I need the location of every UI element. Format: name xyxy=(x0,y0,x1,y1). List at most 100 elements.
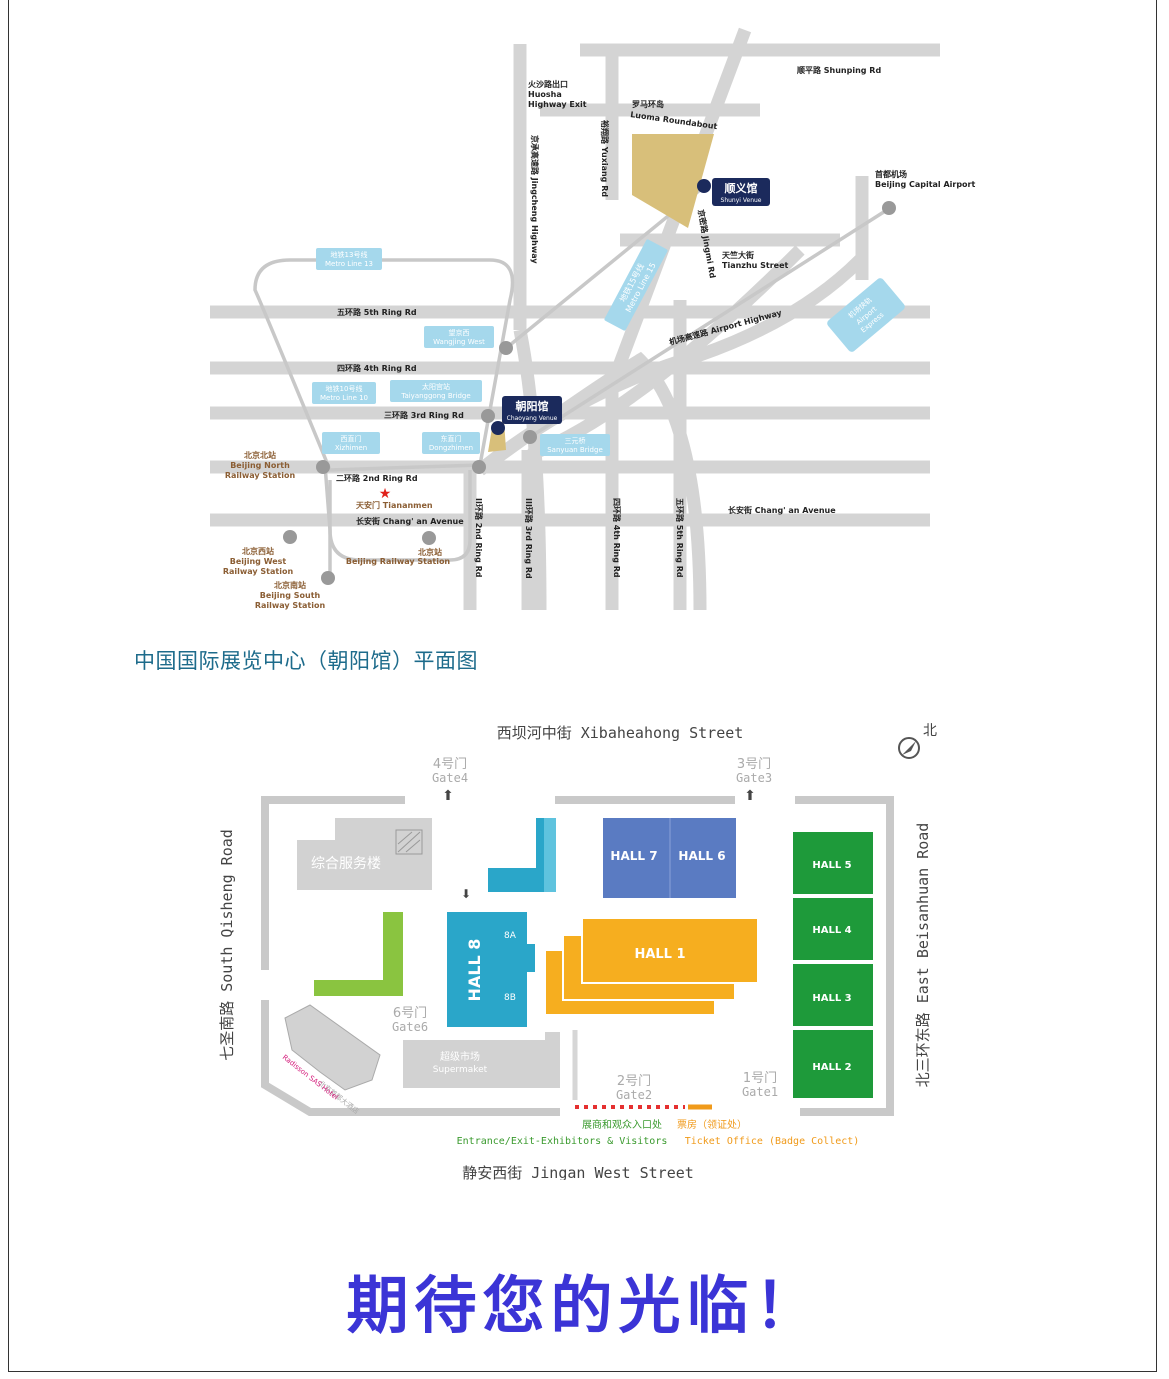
metro-line-10-label: 地铁10号线 Metro Line 10 xyxy=(312,382,376,404)
metro-taiyanggong-label: 太阳宫站 Taiyanggong Bridge xyxy=(390,380,482,402)
label-jingcheng: 京承高速路 Jingcheng Highway xyxy=(530,135,540,264)
hall-8a-label: 8A xyxy=(504,931,517,941)
hall-1-label: HALL 1 xyxy=(634,947,685,962)
hall-7-6: HALL 7 HALL 6 xyxy=(603,818,736,898)
metro-dongzhimen-cn: 东直门 xyxy=(441,434,462,443)
hall-5: HALL 5 xyxy=(793,832,873,894)
dot-rail xyxy=(422,531,436,545)
metro-airport-express xyxy=(529,206,891,439)
chaoyang-venue-en: Chaoyang Venue xyxy=(507,415,558,422)
shunyi-venue-marker: 顺义馆 Shunyi Venue xyxy=(697,178,770,206)
metro-line-13-label: 地铁13号线 Metro Line 13 xyxy=(316,248,382,270)
label-airport-cn: 首都机场 xyxy=(875,169,907,179)
metro-taiyanggong-en: Taiyanggong Bridge xyxy=(400,392,470,400)
hall-8: HALL 8 8A 8B xyxy=(447,912,535,1027)
floor-plan-caption: 中国国际展览中心（朝阳馆）平面图 xyxy=(134,649,478,673)
label-huosha-en1: Huosha xyxy=(528,90,562,99)
ticket-en: Ticket Office (Badge Collect) xyxy=(685,1136,860,1147)
junction-dots xyxy=(283,201,896,585)
site-boundary xyxy=(261,796,894,1116)
teal-annex xyxy=(488,818,556,892)
chaoyang-venue-cn: 朝阳馆 xyxy=(516,399,549,413)
station-south-en1: Beijing South xyxy=(260,591,321,600)
label-ring2: 二环路 2nd Ring Rd xyxy=(336,473,418,483)
gate4-en: Gate4 xyxy=(432,771,468,785)
label-changan-left: 长安街 Chang' an Avenue xyxy=(356,516,464,526)
dot-dongzhimen xyxy=(472,460,486,474)
label-v-ring4: 四环路 4th Ring Rd xyxy=(612,498,622,578)
welcome-message: 期待您的光临！ xyxy=(346,1269,823,1342)
label-v-ring2: II环路 2nd Ring Rd xyxy=(474,498,484,578)
chaoyang-venue-marker: 朝阳馆 Chaoyang Venue xyxy=(491,396,562,435)
road-ring-curve-2 xyxy=(513,328,547,611)
label-changan-right: 长安街 Chang' an Avenue xyxy=(728,505,836,515)
label-tianzhu-en: Tianzhu Street xyxy=(722,261,789,270)
dot-west xyxy=(283,530,297,544)
entrance-cn: 展商和观众入口处 xyxy=(582,1118,662,1131)
west-street-label: 七圣南路 South Qisheng Road xyxy=(218,829,236,1061)
gate1-en: Gate1 xyxy=(742,1085,778,1099)
metro-wangjing-cn: 望京西 xyxy=(449,328,470,337)
hall-6-label: HALL 6 xyxy=(678,849,725,863)
entrance-en: Entrance/Exit-Exhibitors & Visitors xyxy=(457,1136,668,1147)
metro-taiyanggong-cn: 太阳宫站 xyxy=(422,382,450,391)
metro-line-13-loop xyxy=(253,258,515,472)
gate3-arrow-icon: ⬆ xyxy=(744,788,756,804)
gate1-cn: 1号门 xyxy=(743,1071,777,1086)
hall-8-label: HALL 8 xyxy=(465,939,484,1002)
dot-taiyanggong xyxy=(481,409,495,423)
dot-sanyuan xyxy=(523,430,537,444)
label-ring4: 四环路 4th Ring Rd xyxy=(337,363,417,373)
label-ring3: 三环路 3rd Ring Rd xyxy=(384,410,464,420)
service-building: 综合服务楼 xyxy=(297,818,432,890)
station-rail-cn: 北京站 xyxy=(418,547,442,557)
metro-lines xyxy=(253,188,891,575)
supermarket-en: Supermaket xyxy=(433,1065,488,1075)
teal-annex-side xyxy=(544,818,556,892)
ticket-cn: 票房（领证处） xyxy=(677,1118,747,1131)
metro-xizhimen-label: 西直门 Xizhimen xyxy=(322,432,380,454)
north-compass-icon: 北 xyxy=(898,723,937,759)
hall-8b-label: 8B xyxy=(504,993,516,1003)
down-arrow-icon: ⬇ xyxy=(461,887,471,901)
label-ring5: 五环路 5th Ring Rd xyxy=(337,307,417,317)
dot-south xyxy=(321,571,335,585)
metro-sanyuan-en: Sanyuan Bridge xyxy=(547,446,603,454)
metro-sanyuan-label: 三元桥 Sanyuan Bridge xyxy=(540,434,610,456)
south-street-label: 静安西街 Jingan West Street xyxy=(462,1164,694,1180)
label-tianzhu-cn: 天竺大街 xyxy=(722,250,754,260)
label-airport-en: Beijing Capital Airport xyxy=(875,180,975,189)
hall-7-label: HALL 7 xyxy=(610,849,657,863)
metro-line-10-cn: 地铁10号线 xyxy=(326,384,363,393)
dot-xizhimen xyxy=(316,460,330,474)
metro-dongzhimen-en: Dongzhimen xyxy=(429,444,473,452)
hall-1: HALL 1 xyxy=(544,917,759,1016)
hall-2-label: HALL 2 xyxy=(812,1062,851,1073)
station-north-en1: Beijing North xyxy=(230,461,290,470)
beijing-route-map: 地铁13号线 Metro Line 13 望京西 Wangjing West 地… xyxy=(210,27,975,611)
metro-line-10-en: Metro Line 10 xyxy=(320,394,368,402)
label-luoma-cn: 罗马环岛 xyxy=(632,99,664,109)
north-street-label: 西坝河中街 Xibaheahong Street xyxy=(497,724,744,742)
north-label: 北 xyxy=(923,723,937,739)
label-huosha-en2: Highway Exit xyxy=(528,100,587,109)
station-rail-en: Beijing Railway Station xyxy=(346,557,451,566)
hall-3-label: HALL 3 xyxy=(812,993,851,1004)
gate3-en: Gate3 xyxy=(736,771,772,785)
gate2-en: Gate2 xyxy=(616,1088,652,1102)
metro-line-13-cn: 地铁13号线 xyxy=(331,250,368,259)
gate2-cn: 2号门 xyxy=(617,1074,651,1089)
metro-line-13-en: Metro Line 13 xyxy=(325,260,373,268)
gate6-en: Gate6 xyxy=(392,1020,428,1034)
hall-4-label: HALL 4 xyxy=(812,925,851,936)
gate3-cn: 3号门 xyxy=(737,757,771,772)
metro-wangjing-label: 望京西 Wangjing West xyxy=(424,326,494,348)
hall-2: HALL 2 xyxy=(793,1030,873,1098)
metro-sanyuan-cn: 三元桥 xyxy=(565,436,586,445)
exhibition-floor-plan: 4号门 Gate4 3号门 Gate3 6号门 Gate6 2号门 Gate2 … xyxy=(218,723,937,1180)
gate6-cn: 6号门 xyxy=(393,1006,427,1021)
lime-annex xyxy=(314,912,403,996)
dot-jingcheng xyxy=(499,341,513,355)
label-huosha-cn: 火沙路出口 xyxy=(528,79,568,89)
tiananmen-star-icon: ★ xyxy=(379,486,392,502)
